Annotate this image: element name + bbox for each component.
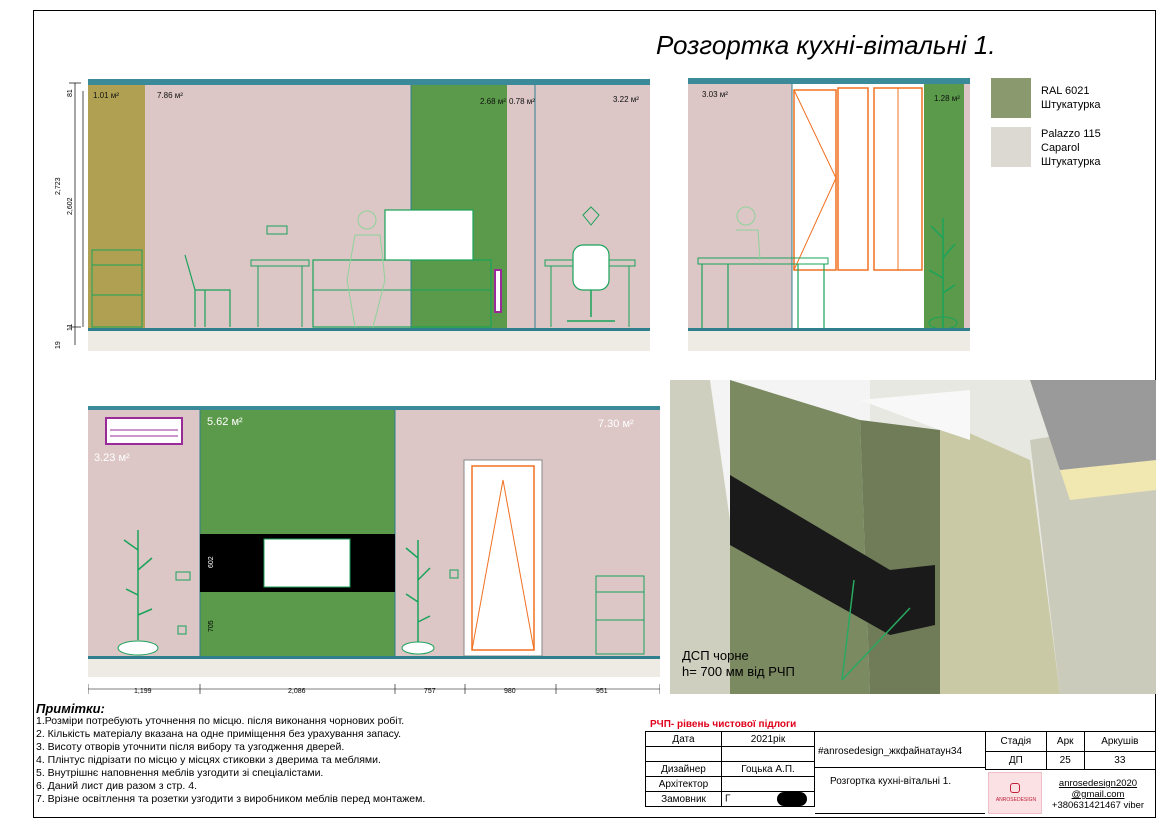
callout-line-1: ДСП чорне bbox=[682, 648, 749, 663]
area-label: 3.23 м² bbox=[94, 452, 130, 464]
designer-value: Гоцька А.П. bbox=[721, 761, 815, 777]
sheets-label: Аркушів bbox=[1083, 731, 1157, 752]
dim-width: 980 bbox=[504, 688, 516, 695]
note-item: 2. Кількість матеріалу вказана на одне п… bbox=[36, 728, 402, 740]
architect-label: Архітектор bbox=[645, 776, 722, 792]
client-value: Г bbox=[721, 791, 815, 807]
date-label: Дата bbox=[645, 731, 722, 747]
render-drawing bbox=[670, 380, 1156, 694]
contact-email-2: @gmail.com bbox=[1071, 789, 1125, 800]
stage-label: Стадія bbox=[985, 731, 1047, 752]
area-label: 7.86 м² bbox=[157, 91, 183, 100]
title-block-sheet-name: Розгортка кухні-вітальні 1. bbox=[830, 776, 952, 787]
empty-cell bbox=[645, 746, 722, 762]
elevation-top-left: 2,723 2,602 81 11 19 1.01 м² 7.86 м² 2.6… bbox=[55, 55, 650, 355]
dim-height-wall: 2,602 bbox=[67, 197, 74, 215]
note-item: 6. Даний лист див разом з стр. 4. bbox=[36, 780, 197, 792]
title-block-hline bbox=[815, 767, 985, 768]
contact-phone: +380631421467 viber bbox=[1051, 800, 1145, 811]
dim-dsp-height: 705 bbox=[208, 620, 215, 632]
legend-swatch-palazzo bbox=[991, 127, 1031, 167]
render-callout: ДСП чорне h= 700 мм від РЧП bbox=[682, 648, 795, 680]
rchp-note: РЧП- рівень чистової підлоги bbox=[650, 719, 797, 730]
dim-height-total: 2,723 bbox=[55, 177, 62, 195]
sheet-label: Арк bbox=[1045, 731, 1085, 752]
client-label: Замовник bbox=[645, 791, 722, 807]
elevation-top-left-drawing bbox=[69, 79, 650, 351]
dim-plinth: 11 bbox=[67, 323, 74, 331]
elevation-top-right-drawing bbox=[688, 78, 970, 351]
legend-swatch-ral6021 bbox=[991, 78, 1031, 118]
dim-width: 1,199 bbox=[134, 688, 152, 695]
dim-top-band: 81 bbox=[67, 89, 74, 97]
stage-value: ДП bbox=[985, 751, 1047, 770]
designer-label: Дизайнер bbox=[645, 761, 722, 777]
redaction-mark bbox=[777, 792, 808, 806]
title-block-right: Стадія Арк Аркушів ДП 25 33 bbox=[985, 731, 1157, 770]
sheet-value: 25 bbox=[1045, 751, 1085, 770]
area-label: 1.01 м² bbox=[93, 91, 119, 100]
area-label: 0.78 м² bbox=[509, 97, 535, 106]
note-item: 3. Висоту отворів уточнити після вибору … bbox=[36, 741, 345, 753]
contact-email-1: anrosedesign2020 bbox=[1058, 778, 1138, 789]
area-label: 7.30 м² bbox=[598, 418, 634, 430]
note-item: 4. Плінтус підрізати по місцю у місцях с… bbox=[36, 754, 381, 766]
area-label: 2.68 м² bbox=[480, 97, 506, 106]
elevation-bottom: 3.23 м² 5.62 м² 7.30 м² 602 705 1,199 2,… bbox=[88, 380, 660, 698]
empty-cell bbox=[721, 746, 815, 762]
area-label: 3.03 м² bbox=[702, 90, 728, 99]
callout-line-2: h= 700 мм від РЧП bbox=[682, 664, 795, 679]
elevation-bottom-drawing bbox=[88, 406, 660, 694]
dim-floor: 19 bbox=[55, 341, 62, 349]
dim-tv-height: 602 bbox=[208, 556, 215, 568]
elevation-top-right: 3.03 м² 1.28 м² bbox=[688, 78, 970, 353]
logo-text: ANROSEDESIGN bbox=[995, 797, 1037, 803]
title-block-divider bbox=[815, 731, 985, 814]
note-item: 5. Внутрішнє наповнення меблів узгодити … bbox=[36, 767, 324, 779]
architect-value bbox=[721, 776, 815, 792]
sheets-value: 33 bbox=[1083, 751, 1157, 770]
render-view: ДСП чорне h= 700 мм від РЧП bbox=[670, 380, 1156, 694]
note-item: 1.Розміри потребують уточнення по місцю.… bbox=[36, 715, 405, 727]
dim-width: 2,086 bbox=[288, 688, 306, 695]
date-value: 2021рік bbox=[721, 731, 815, 747]
client-value-text: Г bbox=[725, 793, 731, 805]
sheet-title: Розгортка кухні-вітальні 1. bbox=[656, 30, 996, 60]
dim-width: 757 bbox=[424, 688, 436, 695]
area-label: 3.22 м² bbox=[613, 95, 639, 104]
title-block-left: Дата 2021рік Дизайнер Гоцька А.П. Архіте… bbox=[645, 731, 815, 807]
contact-info: anrosedesign2020 @gmail.com +38063142146… bbox=[1048, 778, 1148, 811]
area-label: 1.28 м² bbox=[934, 94, 960, 103]
notes-section: Примітки: 1.Розміри потребують уточнення… bbox=[36, 702, 425, 806]
legend-label-palazzo: Palazzo 115 Caparol Штукатурка bbox=[1041, 128, 1101, 168]
legend-label-ral6021: RAL 6021 Штукатурка bbox=[1041, 85, 1101, 111]
area-label: 5.62 м² bbox=[207, 416, 243, 428]
project-tag: #anrosedesign_жкфайнатаун34 bbox=[818, 746, 963, 757]
note-item: 7. Врізне освітлення та розетки узгодити… bbox=[36, 793, 426, 805]
dim-width: 951 bbox=[596, 688, 608, 695]
logo-box: ANROSEDESIGN bbox=[988, 772, 1042, 814]
camera-icon bbox=[1010, 783, 1020, 793]
notes-heading: Примітки: bbox=[36, 701, 105, 716]
